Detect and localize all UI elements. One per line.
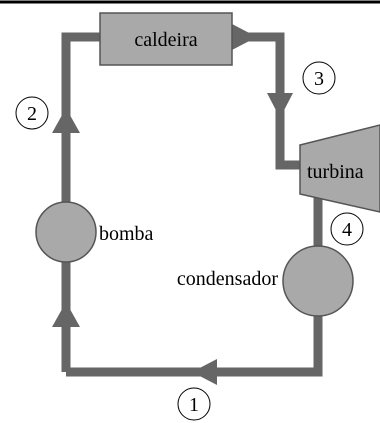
turbine-shape [299, 124, 380, 213]
boiler-label: caldeira [134, 29, 197, 51]
pump-label: bomba [99, 223, 154, 245]
state-circle-2 [15, 96, 49, 130]
state-marker-1: 1 [177, 387, 211, 421]
state-marker-4: 4 [330, 212, 364, 246]
pipe-boiler-to-turbine [232, 32, 300, 170]
turbine-label: turbina [307, 161, 364, 183]
state-marker-3: 3 [302, 61, 336, 95]
boiler-box [99, 12, 233, 66]
state-marker-2: 2 [15, 96, 49, 130]
pipe-loop [61, 32, 323, 377]
flow-arrows [52, 24, 293, 385]
arrow-down-right [267, 93, 293, 118]
boiler: caldeira [99, 12, 233, 66]
turbine: turbina [299, 124, 380, 213]
state-label-3: 3 [314, 68, 324, 90]
state-markers: 1 2 3 4 [15, 61, 364, 421]
state-label-2: 2 [27, 103, 37, 125]
pump: bomba [35, 201, 154, 263]
arrow-right-top [232, 24, 257, 50]
state-label-4: 4 [342, 219, 352, 241]
pump-circle [35, 201, 97, 263]
state-circle-1 [177, 387, 211, 421]
condenser-label: condensador [177, 268, 278, 290]
arrow-left-bottom [192, 359, 217, 385]
arrow-up-lower [52, 302, 80, 327]
state-circle-3 [302, 61, 336, 95]
state-label-1: 1 [189, 394, 199, 416]
arrow-up-upper [52, 108, 80, 133]
state-circle-4 [330, 212, 364, 246]
condenser-circle [282, 245, 354, 317]
pipe-condenser-to-pump [66, 315, 323, 377]
condenser: condensador [177, 245, 354, 317]
